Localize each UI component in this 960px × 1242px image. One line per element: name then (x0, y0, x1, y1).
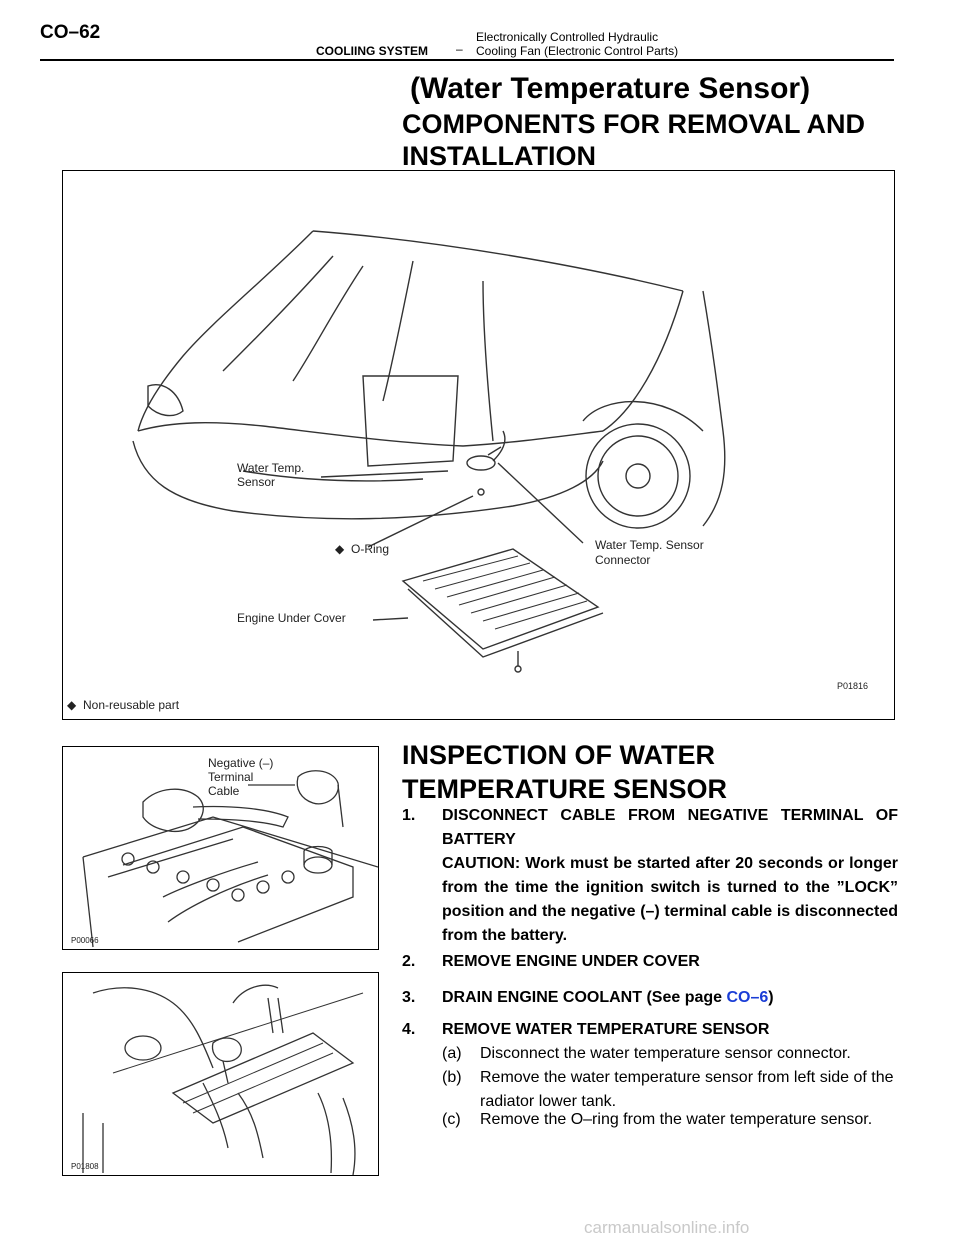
substep-c-text: Remove the O–ring from the water tempera… (480, 1111, 873, 1128)
diamond-icon: ◆ (335, 542, 345, 556)
header-subtitle-line2: Cooling Fan (Electronic Control Parts) (476, 44, 679, 58)
step-4-text: REMOVE WATER TEMPERATURE SENSOR (442, 1021, 770, 1038)
label-o-ring: O-Ring (351, 542, 389, 556)
step-1-caution: CAUTION: Work must be started after 20 s… (442, 855, 898, 944)
substep-c-label: (c) (442, 1111, 461, 1128)
step-3-text-pre: DRAIN ENGINE COOLANT (See page (442, 989, 727, 1006)
step-2-number: 2. (402, 953, 416, 970)
radiator-figure: P01808 (62, 972, 379, 1176)
car-front-drawing: Water Temp. Sensor ◆ O-Ring Water Temp. … (67, 230, 868, 712)
label-terminal: Terminal (208, 770, 253, 784)
substep-b-text: Remove the water temperature sensor from… (480, 1069, 894, 1110)
label-engine-under-cover: Engine Under Cover (237, 611, 346, 625)
label-connector: Water Temp. Sensor (595, 538, 704, 552)
step-4-number: 4. (402, 1021, 416, 1038)
step-3-text-post: ) (768, 989, 774, 1006)
section-subtitle: (Water Temperature Sensor) (410, 72, 811, 105)
substep-b: (b) Remove the water temperature sensor … (442, 1066, 898, 1114)
step-3-number: 3. (402, 989, 416, 1006)
header-rule (40, 59, 894, 61)
inspection-heading: INSPECTION OF WATER TEMPERATURE SENSOR (402, 740, 728, 804)
step-1-number: 1. (402, 807, 416, 824)
label-sensor: Sensor (237, 475, 275, 489)
system-title: COOLIING SYSTEM (316, 44, 429, 58)
step-3: 3. DRAIN ENGINE COOLANT (See page CO–6) (402, 986, 898, 1010)
substep-a-text: Disconnect the water temperature sensor … (480, 1045, 851, 1062)
radiator-figure-code: P01808 (71, 1162, 99, 1171)
page-number: CO–62 (40, 22, 101, 43)
label-negative: Negative (–) (208, 756, 273, 770)
step-3-text: DRAIN ENGINE COOLANT (See page CO–6) (442, 986, 898, 1010)
header-subtitle-line1: Electronically Controlled Hydraulic (476, 30, 659, 44)
step-4: 4. REMOVE WATER TEMPERATURE SENSOR (402, 1018, 898, 1042)
figure-code: P01816 (837, 681, 868, 691)
step-2-text: REMOVE ENGINE UNDER COVER (442, 953, 700, 970)
label-cable: Cable (208, 784, 240, 798)
step-1-text: DISCONNECT CABLE FROM NEGATIVE TERMINAL … (442, 807, 898, 848)
components-figure: Water Temp. Sensor ◆ O-Ring Water Temp. … (62, 170, 895, 720)
label-connector-2: Connector (595, 553, 650, 567)
legend-non-reusable: Non-reusable part (83, 698, 180, 712)
step-2: 2. REMOVE ENGINE UNDER COVER (402, 950, 898, 974)
page-link-co-6[interactable]: CO–6 (726, 989, 769, 1006)
header-separator: – (456, 42, 463, 56)
battery-figure: Negative (–) Terminal Cable P00066 (62, 746, 379, 950)
step-1: 1. DISCONNECT CABLE FROM NEGATIVE TERMIN… (402, 804, 898, 948)
battery-figure-code: P00066 (71, 936, 99, 945)
radiator-drawing: P01808 (71, 984, 364, 1176)
battery-drawing: Negative (–) Terminal Cable P00066 (71, 756, 379, 948)
label-water-temp-sensor: Water Temp. (237, 461, 304, 475)
substep-b-label: (b) (442, 1069, 462, 1086)
components-heading: COMPONENTS FOR REMOVAL AND INSTALLATION (402, 109, 866, 171)
watermark: carmanualsonline.info (584, 1218, 750, 1237)
substep-c: (c) Remove the O–ring from the water tem… (442, 1108, 898, 1132)
substep-a-label: (a) (442, 1045, 462, 1062)
diamond-icon: ◆ (67, 698, 77, 712)
substep-a: (a) Disconnect the water temperature sen… (442, 1042, 898, 1066)
